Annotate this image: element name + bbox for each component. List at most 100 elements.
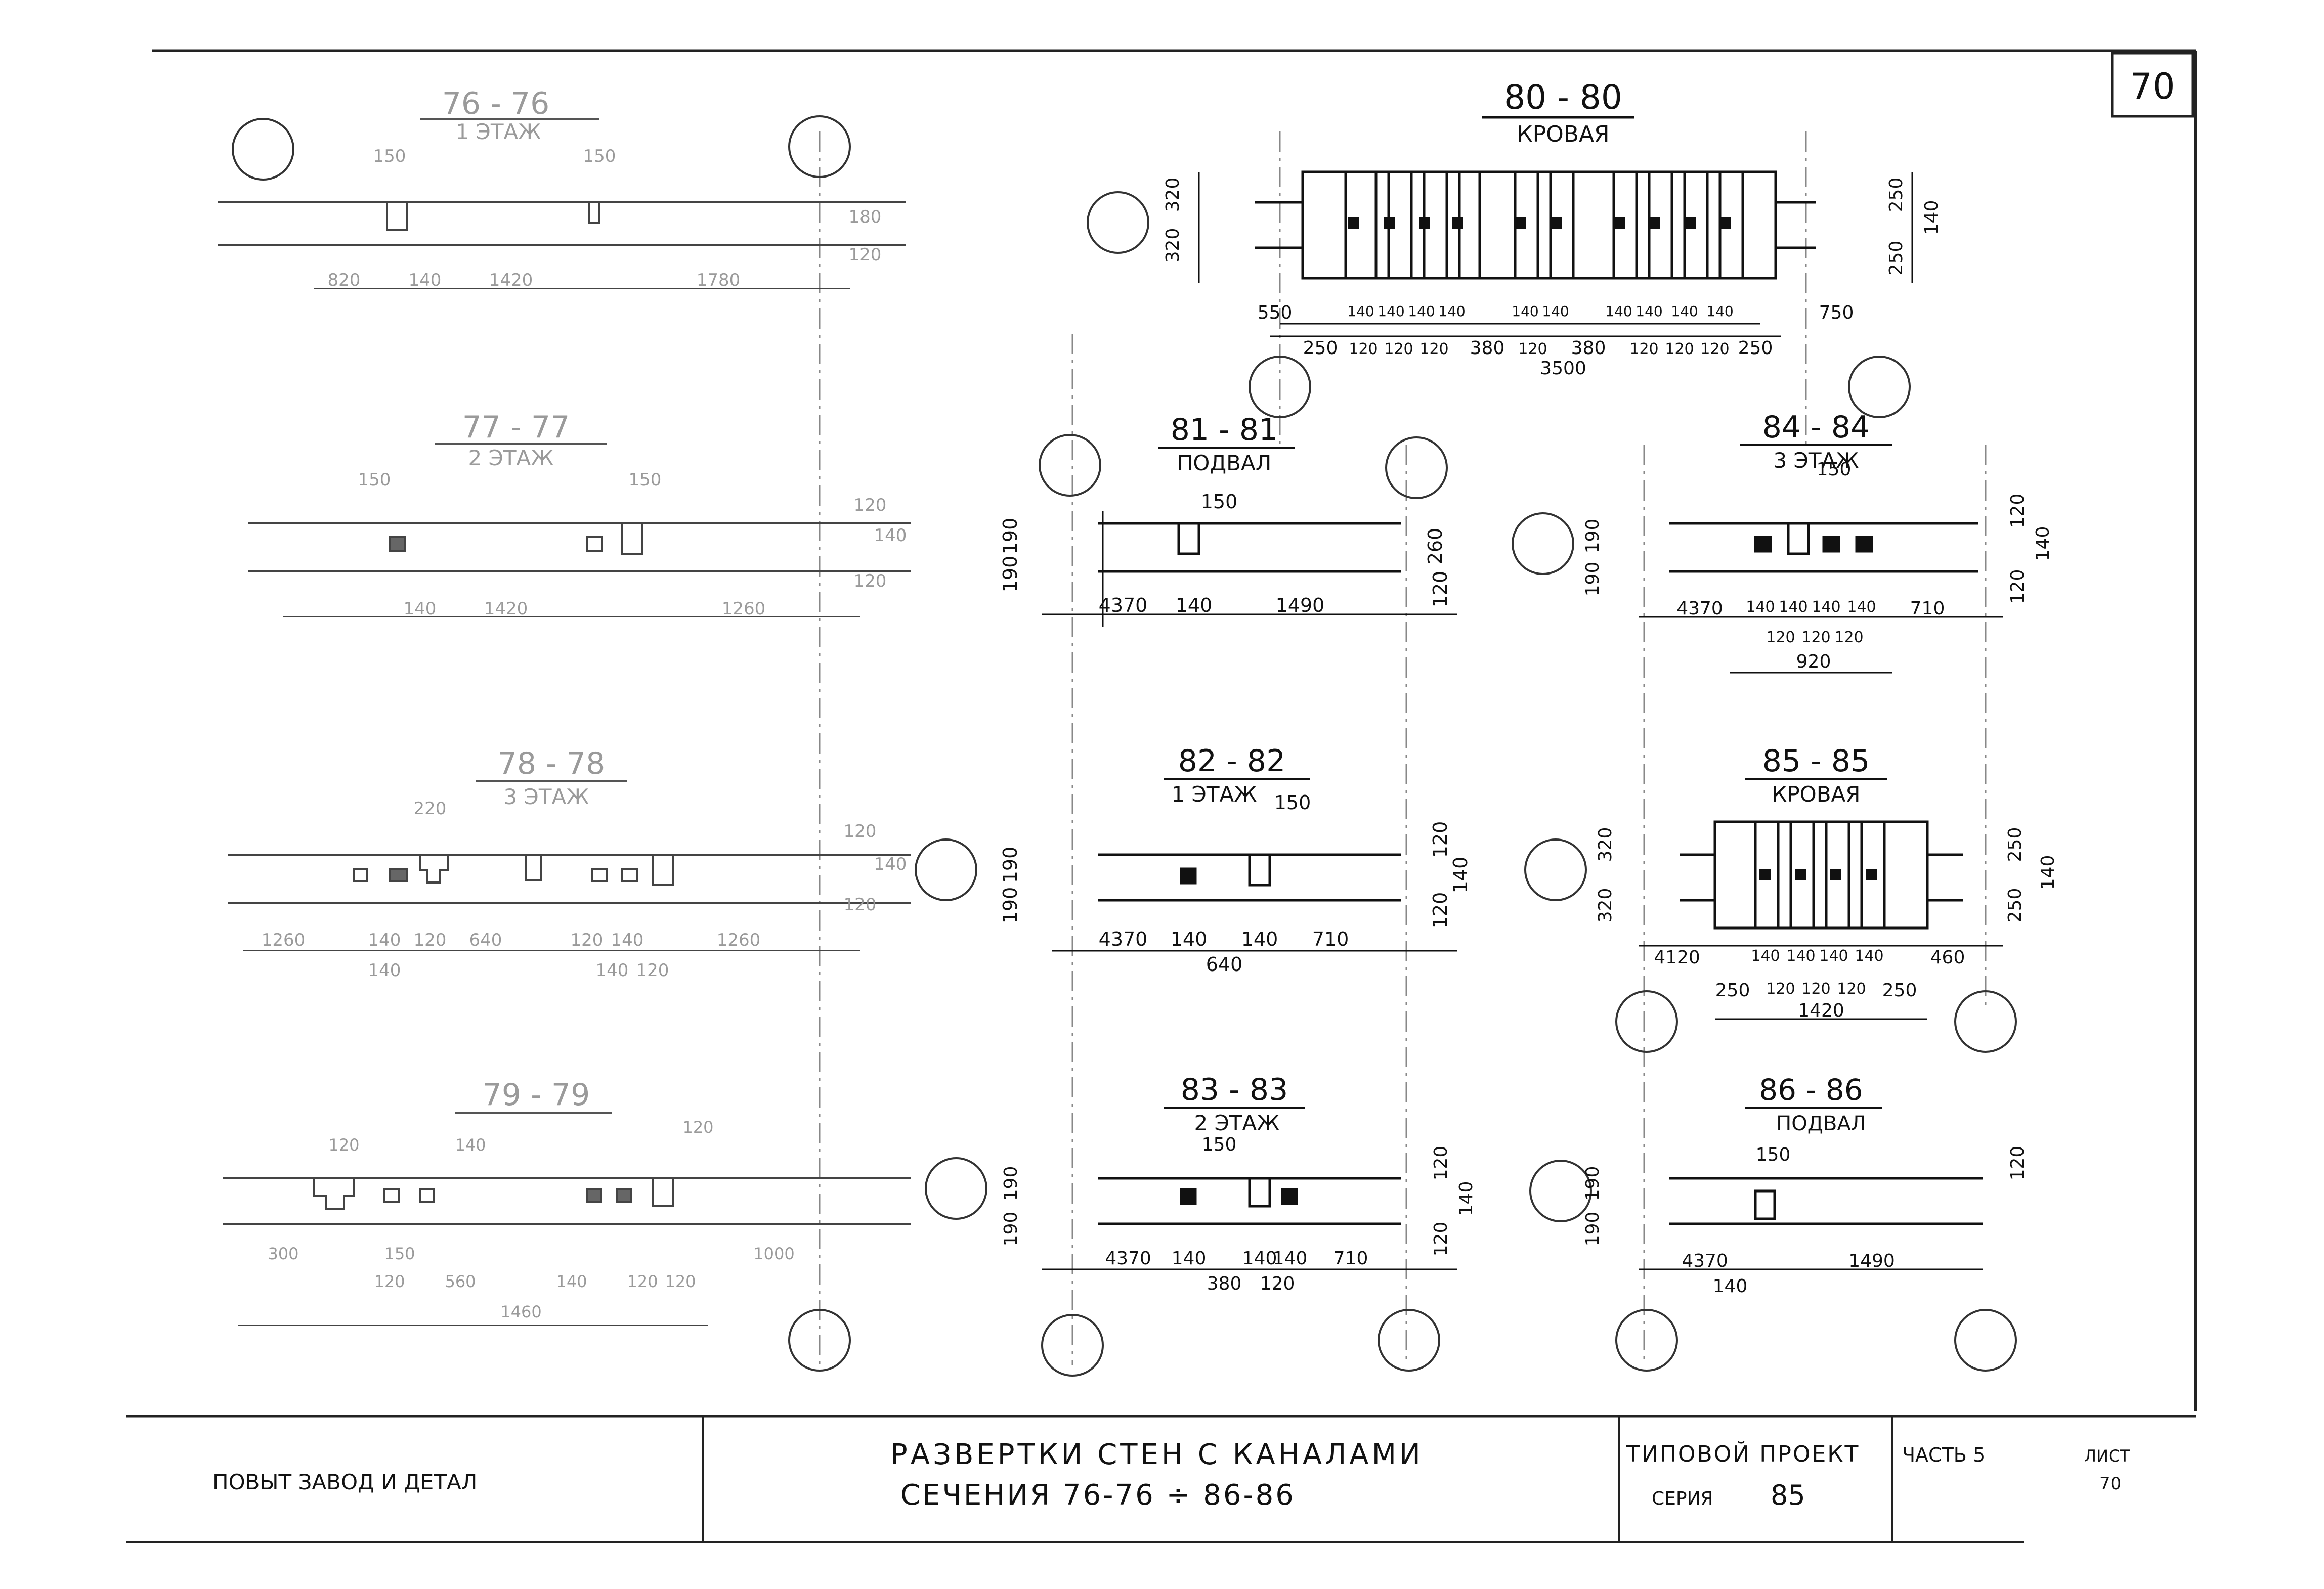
dimension-label: 190 xyxy=(999,887,1021,924)
dimension-label: 120 xyxy=(1431,1222,1451,1257)
sheet-value-small: 70 xyxy=(2099,1474,2121,1494)
dimension-label: 120 xyxy=(854,571,887,591)
dimension-label: 120 xyxy=(2007,494,2028,528)
dimension-label: 140 xyxy=(1449,857,1472,894)
dimension-label: 1420 xyxy=(484,599,528,619)
dimension-label: 120 xyxy=(1431,1146,1451,1181)
dimension-label: 560 xyxy=(445,1272,476,1291)
dimension-label: 120 xyxy=(844,821,877,842)
dimension-label: 140 xyxy=(1751,947,1780,965)
dimension-label: 140 xyxy=(409,270,442,290)
section-title: 76 - 76 xyxy=(442,86,550,121)
dimension-label: 190 xyxy=(999,556,1021,593)
dimension-label: 120 xyxy=(374,1272,405,1291)
section-84: 84 - 84 3 ЭТАЖ 150 190 190 120 140 120 4… xyxy=(1582,410,2053,674)
dimension-label: 320 xyxy=(1595,888,1616,923)
dimension-label: 140 xyxy=(1542,303,1569,320)
dimension-label: 140 xyxy=(1671,303,1698,320)
dimension-label: 150 xyxy=(1201,491,1238,513)
dimension-label: 820 xyxy=(328,270,361,290)
dimension-label: 140 xyxy=(1746,598,1775,616)
dimension-label: 250 xyxy=(1886,178,1907,212)
dimension-label: 710 xyxy=(1312,928,1349,950)
dimension-label: 4370 xyxy=(1682,1251,1728,1271)
dimension-label: 1260 xyxy=(717,930,761,950)
dimension-label: 380 xyxy=(1470,338,1505,359)
dimension-label: 920 xyxy=(1796,651,1831,672)
dimension-label: 320 xyxy=(1163,228,1183,263)
dimension-label: 120 xyxy=(1665,340,1694,358)
dimension-label: 190 xyxy=(999,518,1021,555)
dimension-label: 250 xyxy=(1738,338,1773,359)
dimension-label: 1000 xyxy=(753,1244,794,1263)
axis-circle xyxy=(1039,434,1101,497)
axis-circle xyxy=(1512,512,1574,575)
axis-circle xyxy=(1954,990,2017,1053)
axis-circle xyxy=(1087,191,1149,254)
sheet-number: 70 xyxy=(2130,66,2175,107)
series-value: 85 xyxy=(1771,1479,1805,1511)
section-title: 84 - 84 xyxy=(1762,410,1870,445)
section-level: 2 ЭТАЖ xyxy=(1194,1111,1279,1135)
dimension-label: 120 xyxy=(1384,340,1413,358)
axis-circle xyxy=(788,115,851,178)
dimension-label: 140 xyxy=(596,960,629,981)
dimension-label: 1490 xyxy=(1848,1251,1895,1271)
dimension-label: 710 xyxy=(1333,1248,1368,1269)
dimension-label: 190 xyxy=(1582,1212,1603,1247)
dimension-label: 190 xyxy=(999,847,1021,884)
dimension-label: 180 xyxy=(849,207,882,227)
dimension-label: 140 xyxy=(404,599,437,619)
drawing-title-line-1: РАЗВЕРТКИ СТЕН С КАНАЛАМИ xyxy=(890,1438,1424,1471)
axis-circle xyxy=(1524,838,1587,901)
dimension-label: 120 xyxy=(1629,340,1658,358)
dimension-label: 710 xyxy=(1910,598,1945,619)
dimension-label: 120 xyxy=(1518,340,1547,358)
part-label: ЧАСТЬ 5 xyxy=(1902,1444,1985,1466)
axis-circle xyxy=(1615,990,1678,1053)
dimension-label: 120 xyxy=(1700,340,1729,358)
dimension-label: 140 xyxy=(1378,303,1404,320)
section-level: ПОДВАЛ xyxy=(1177,451,1272,475)
dimension-label: 190 xyxy=(1582,519,1603,554)
dimension-label: 120 xyxy=(1766,629,1795,646)
dimension-label: 250 xyxy=(2005,827,2026,862)
dimension-label: 120 xyxy=(1834,629,1863,646)
section-81: 81 - 81 ПОДВАЛ 150 190 190 260 120 4370 … xyxy=(999,412,1457,627)
dimension-label: 220 xyxy=(414,799,447,819)
section-level: 3 ЭТАЖ xyxy=(503,784,589,809)
sheet-label: ЛИСТ xyxy=(2084,1446,2130,1466)
dimension-label: 120 xyxy=(849,245,882,265)
dimension-label: 120 xyxy=(1260,1273,1295,1294)
section-title: 77 - 77 xyxy=(462,410,570,445)
section-level: 3 ЭТАЖ xyxy=(1773,448,1859,473)
section-level: ПОДВАЛ xyxy=(1776,1112,1866,1135)
axis-circle xyxy=(1954,1309,2017,1372)
dimension-label: 120 xyxy=(328,1135,359,1155)
section-79: 79 - 79 120 140 120 300 150 120 560 140 … xyxy=(223,1077,911,1326)
axis-circle xyxy=(232,118,294,181)
section-86: 86 - 86 ПОДВАЛ 150 190 190 120 4370 1490… xyxy=(1582,1073,2028,1297)
dimension-label: 140 xyxy=(1172,1248,1207,1269)
dimension-label: 120 xyxy=(1766,980,1795,998)
dimension-label: 140 xyxy=(1456,1181,1477,1216)
dimension-label: 190 xyxy=(1001,1166,1021,1201)
dimension-label: 120 xyxy=(1429,821,1451,858)
dimension-label: 140 xyxy=(611,930,644,950)
dimension-label: 190 xyxy=(1582,562,1603,597)
dimension-label: 460 xyxy=(1930,947,1965,968)
dimension-label: 140 xyxy=(1706,303,1733,320)
dimension-label: 250 xyxy=(1886,241,1907,276)
dimension-label: 140 xyxy=(1605,303,1632,320)
dimension-label: 640 xyxy=(469,930,502,950)
dimension-label: 150 xyxy=(1202,1134,1237,1155)
dimension-label: 150 xyxy=(629,470,662,490)
dimension-label: 380 xyxy=(1571,338,1606,359)
dimension-label: 120 xyxy=(844,895,877,915)
dimension-label: 250 xyxy=(2005,888,2026,923)
section-title: 79 - 79 xyxy=(483,1077,590,1113)
dimension-label: 120 xyxy=(2007,569,2028,604)
dimension-label: 1420 xyxy=(489,270,533,290)
dimension-label: 140 xyxy=(1921,200,1942,235)
dimension-label: 380 xyxy=(1207,1273,1242,1294)
